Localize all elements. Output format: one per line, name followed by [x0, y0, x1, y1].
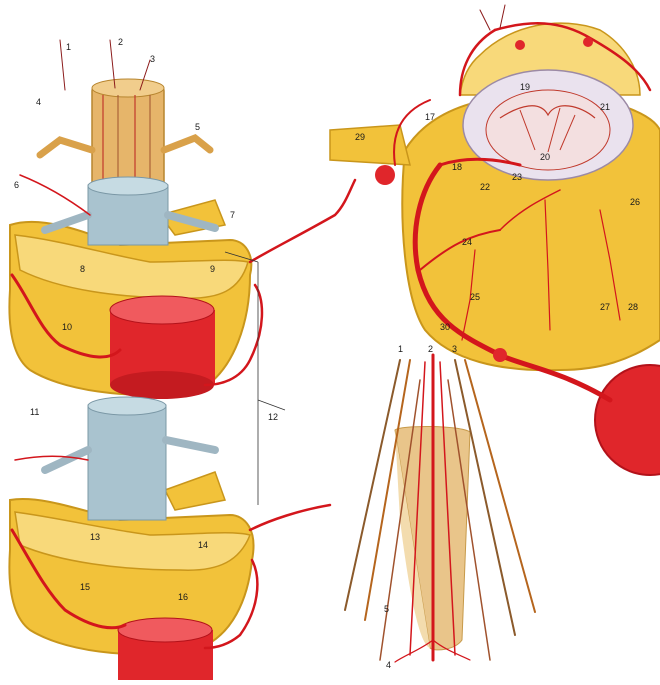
spinal-cord-cross-section — [463, 70, 633, 180]
label-b-4: 4 — [386, 660, 391, 670]
label-r-20: 20 — [540, 152, 550, 162]
label-l-7: 7 — [230, 210, 235, 220]
label-l-16: 16 — [178, 592, 188, 602]
label-r-28: 28 — [628, 302, 638, 312]
label-r-30: 30 — [440, 322, 450, 332]
vessel-node-3 — [515, 40, 525, 50]
lower-transverse-process — [165, 472, 225, 510]
label-l-5: 5 — [195, 122, 200, 132]
label-l-3: 3 — [150, 54, 155, 64]
label-r-25: 25 — [470, 292, 480, 302]
label-l-10: 10 — [62, 322, 72, 332]
label-l-1: 1 — [66, 42, 71, 52]
label-l-2: 2 — [118, 37, 123, 47]
aorta — [595, 365, 660, 475]
label-r-23: 23 — [512, 172, 522, 182]
label-b-3: 3 — [452, 344, 457, 354]
lower-intervertebral-disc — [118, 618, 213, 680]
label-l-12: 12 — [268, 412, 278, 422]
vessel-node-2 — [493, 348, 507, 362]
lateral-vertebral-column-view: 1 2 3 4 5 6 7 8 9 10 11 12 13 14 15 16 — [9, 37, 355, 680]
label-r-26: 26 — [630, 197, 640, 207]
label-b-2: 2 — [428, 344, 433, 354]
transverse-section-view: 17 18 19 20 21 22 23 24 25 26 27 28 29 3… — [330, 5, 660, 475]
upper-intervertebral-disc — [110, 296, 215, 399]
label-l-4: 4 — [36, 97, 41, 107]
label-l-6: 6 — [14, 180, 19, 190]
vessel-node-1 — [375, 165, 395, 185]
label-r-27: 27 — [600, 302, 610, 312]
label-r-29: 29 — [355, 132, 365, 142]
label-r-17: 17 — [425, 112, 435, 122]
label-l-8: 8 — [80, 264, 85, 274]
label-r-24: 24 — [462, 237, 472, 247]
label-r-18: 18 — [452, 162, 462, 172]
vessel-node-4 — [583, 37, 593, 47]
label-l-11: 11 — [30, 407, 39, 417]
label-b-1: 1 — [398, 344, 403, 354]
label-l-14: 14 — [198, 540, 208, 550]
label-l-9: 9 — [210, 264, 215, 274]
spinal-cord-segment-view: 1 2 3 5 4 — [345, 344, 535, 670]
label-l-15: 15 — [80, 582, 90, 592]
label-l-13: 13 — [90, 532, 100, 542]
label-r-19: 19 — [520, 82, 530, 92]
label-r-22: 22 — [480, 182, 490, 192]
label-b-5: 5 — [384, 604, 389, 614]
label-r-21: 21 — [600, 102, 610, 112]
